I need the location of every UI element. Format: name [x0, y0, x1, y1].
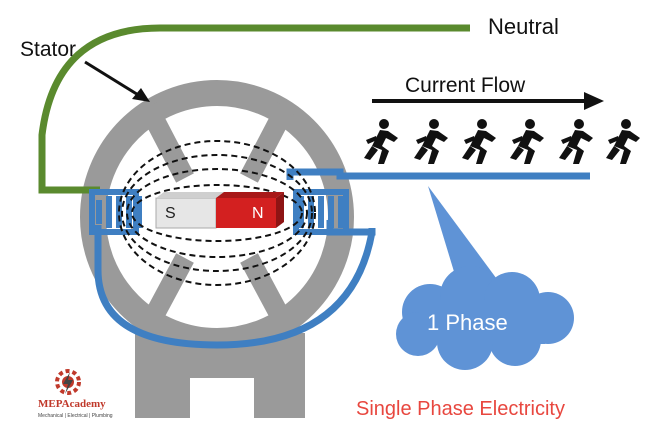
arrow-right-icon	[372, 92, 604, 110]
running-person-icon	[462, 119, 496, 164]
magnetic-field-lines	[118, 140, 316, 286]
running-person-icon	[559, 119, 593, 164]
logo-name: MEPAcademy	[38, 398, 106, 410]
running-person-icon	[510, 119, 544, 164]
magnet-north	[216, 198, 276, 228]
neutral-wire	[38, 24, 470, 194]
neutral-label: Neutral	[488, 14, 559, 39]
current-flow-label: Current Flow	[405, 74, 526, 97]
magnet	[155, 192, 284, 229]
generator-base	[135, 333, 305, 418]
stator-pointer-arrow	[84, 60, 150, 102]
magnet-north-label: N	[252, 205, 264, 222]
gear-lightning-icon	[55, 369, 81, 395]
logo-tagline: Mechanical | Electrical | Plumbing	[38, 413, 113, 419]
diagram-title: Single Phase Electricity	[356, 398, 565, 420]
running-person-icon	[364, 119, 398, 164]
left-coil	[89, 189, 142, 235]
phase-label: 1 Phase	[427, 310, 508, 335]
magnet-south-label: S	[165, 205, 176, 222]
running-people	[364, 119, 640, 164]
phase-cloud-callout	[396, 186, 574, 370]
running-person-icon	[606, 119, 640, 164]
stator-label: Stator	[20, 38, 77, 61]
stator-spokes	[139, 102, 295, 332]
running-person-icon	[414, 119, 448, 164]
